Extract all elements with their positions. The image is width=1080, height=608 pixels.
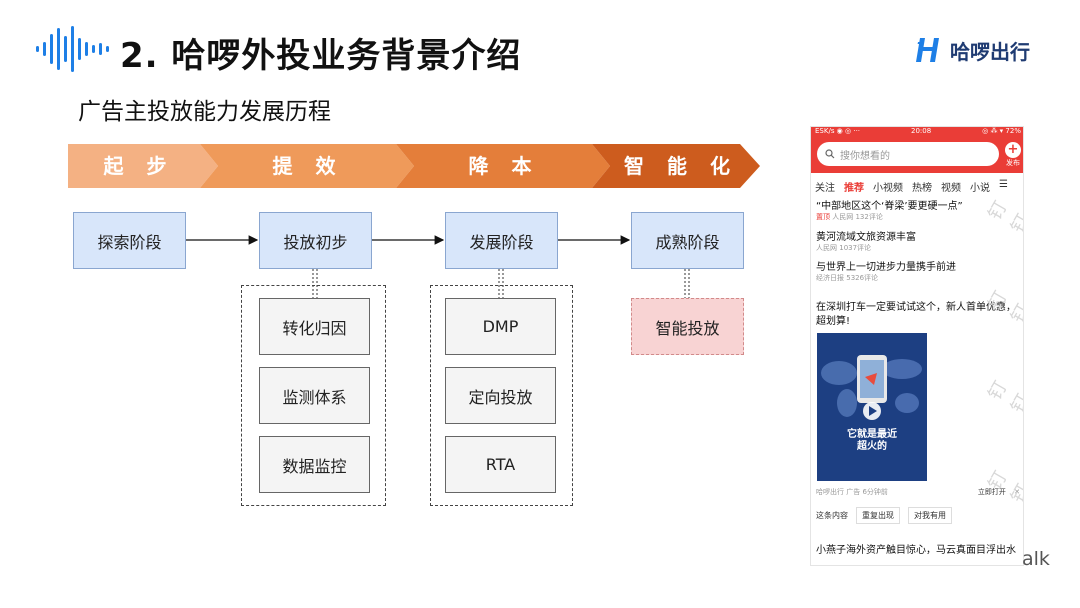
tab-recommend[interactable]: 推荐 <box>844 183 864 194</box>
stage-label-cost: 降 本 <box>468 154 540 178</box>
section-subtitle: 广告主投放能力发展历程 <box>78 99 331 125</box>
news-meta-2: 人民网 1037评论 <box>816 244 872 252</box>
ad-text[interactable]: 在深圳打车一定要试试这个，新人首单优惠，超划算! <box>816 302 1016 327</box>
stage-arrow-4 <box>592 144 760 188</box>
video-caption: 它就是最近 超火的 <box>847 429 897 452</box>
news-title-1[interactable]: “中部地区这个‘脊梁’要更硬一点” <box>816 201 963 212</box>
capability-box-rta: RTA <box>445 436 556 493</box>
capability-box-data-monitoring: 数据监控 <box>259 436 370 493</box>
stage-arrow-1 <box>68 144 218 188</box>
stage-box-initial: 投放初步 <box>259 212 372 269</box>
watermark: 钉钉 <box>984 377 1024 417</box>
world-map-illustration <box>821 355 922 420</box>
tab-hot-list[interactable]: 热榜 <box>912 183 932 194</box>
phone-status-bar: ESK/s ◉ ◎ ··· 20:08 ◎ ⁂ ▾ 72% <box>815 127 1021 135</box>
page-title: 2. 哈啰外投业务背景介绍 <box>120 36 522 76</box>
stage-box-explore: 探索阶段 <box>73 212 186 269</box>
publish-button[interactable]: + 发布 <box>1005 142 1021 167</box>
stage-label-efficiency: 提 效 <box>272 154 344 178</box>
phone-search-input[interactable]: 搜你想看的 <box>817 142 999 166</box>
news-meta-1: 置顶 人民网 132评论 <box>816 213 883 221</box>
menu-icon[interactable]: ☰ <box>999 179 1008 190</box>
capability-box-targeting: 定向投放 <box>445 367 556 424</box>
brand-name: 哈啰出行 <box>950 39 1030 64</box>
stage-box-mature: 成熟阶段 <box>631 212 744 269</box>
news-title-2[interactable]: 黄河流域文旅资源丰富 <box>816 232 916 243</box>
brand: 哈啰出行 <box>914 34 1030 66</box>
capability-box-dmp: DMP <box>445 298 556 355</box>
news-meta-3: 经济日报 5326评论 <box>816 274 879 282</box>
phone-tabs: 关注 推荐 小视频 热榜 视频 小说 ☰ <box>815 179 1023 194</box>
tab-novel[interactable]: 小说 <box>970 183 990 194</box>
stage-label-intelligent: 智 能 化 <box>624 154 738 178</box>
tab-follow[interactable]: 关注 <box>815 183 835 194</box>
search-icon <box>825 149 835 159</box>
audio-wave-icon <box>36 26 109 72</box>
feedback-bar: 这条内容 重复出现 对我有用 <box>816 507 952 524</box>
stage-label-start: 起 步 <box>103 154 175 178</box>
tab-short-video[interactable]: 小视频 <box>873 183 903 194</box>
watermark: 钉钉 <box>984 467 1024 507</box>
capability-box-smart-delivery: 智能投放 <box>631 298 744 355</box>
capability-box-attribution: 转化归因 <box>259 298 370 355</box>
feedback-useful-button[interactable]: 对我有用 <box>908 507 952 524</box>
stage-box-develop: 发展阶段 <box>445 212 558 269</box>
capability-box-monitoring-system: 监测体系 <box>259 367 370 424</box>
phone-screenshot: ESK/s ◉ ◎ ··· 20:08 ◎ ⁂ ▾ 72% 搜你想看的 + 发布… <box>810 126 1024 566</box>
feedback-repeated-button[interactable]: 重复出现 <box>856 507 900 524</box>
plus-icon: + <box>1005 142 1021 158</box>
hello-logo-icon <box>916 38 939 62</box>
tab-video[interactable]: 视频 <box>941 183 961 194</box>
news-title-3[interactable]: 与世界上一切进步力量携手前进 <box>816 262 956 273</box>
close-icon[interactable]: ✕ <box>1014 488 1020 496</box>
capability-group-initial <box>241 285 386 506</box>
stage-banner <box>68 144 760 188</box>
footer-text: alk <box>1022 548 1050 570</box>
ad-video[interactable]: 它就是最近 超火的 <box>817 333 927 481</box>
search-placeholder: 搜你想看的 <box>840 150 890 162</box>
stage-arrow-2 <box>200 144 414 188</box>
ad-footer: 哈啰出行 广告 6分钟前 立即打开 ✕ <box>816 488 1020 496</box>
open-now-button[interactable]: 立即打开 <box>977 488 1006 496</box>
stage-arrow-3 <box>396 144 610 188</box>
next-news-title[interactable]: 小燕子海外资产触目惊心，马云真面目浮出水 <box>816 545 1016 556</box>
watermark: 钉钉 <box>984 197 1024 237</box>
capability-group-develop <box>430 285 573 506</box>
